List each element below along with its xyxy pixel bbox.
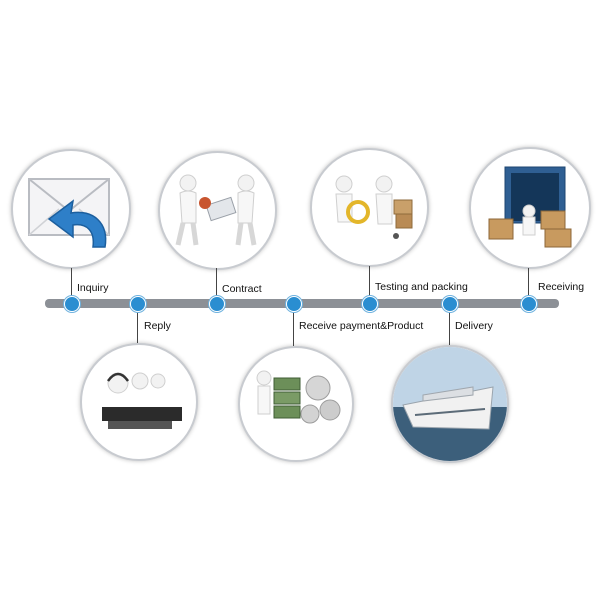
money-gears-icon [256, 370, 341, 424]
payment-bubble [238, 346, 354, 462]
inquiry-tick [71, 268, 72, 298]
delivery-label: Delivery [455, 320, 493, 332]
reply-node [130, 296, 146, 312]
testing-tick [369, 266, 370, 298]
container-boxes-icon [488, 166, 572, 248]
reply-tick [137, 308, 138, 343]
delivery-node [442, 296, 458, 312]
payment-tick [293, 308, 294, 346]
testing-label: Testing and packing [375, 281, 468, 293]
call-center-figures-icon [102, 372, 182, 429]
delivery-tick [449, 308, 450, 345]
payment-node [286, 296, 302, 312]
testing-bubble [310, 148, 429, 267]
handshake-figures-icon [175, 174, 257, 246]
receiving-bubble [469, 147, 591, 269]
payment-label: Receive payment&Product [299, 320, 424, 332]
testing-node [362, 296, 378, 312]
receiving-label: Receiving [538, 281, 585, 293]
inspection-figures-icon [335, 175, 413, 239]
inquiry-label: Inquiry [77, 282, 109, 294]
receiving-node [521, 296, 537, 312]
envelope-reply-icon [28, 178, 110, 248]
contract-tick [216, 268, 217, 298]
contract-node [209, 296, 225, 312]
reply-label: Reply [144, 320, 171, 332]
contract-bubble [158, 151, 277, 270]
timeline-bar [45, 299, 559, 308]
inquiry-node [64, 296, 80, 312]
inquiry-bubble [11, 149, 131, 269]
cruise-ship-icon [393, 347, 507, 461]
reply-bubble [80, 343, 198, 461]
delivery-bubble [391, 345, 509, 463]
receiving-tick [528, 268, 529, 298]
contract-label: Contract [222, 283, 262, 295]
